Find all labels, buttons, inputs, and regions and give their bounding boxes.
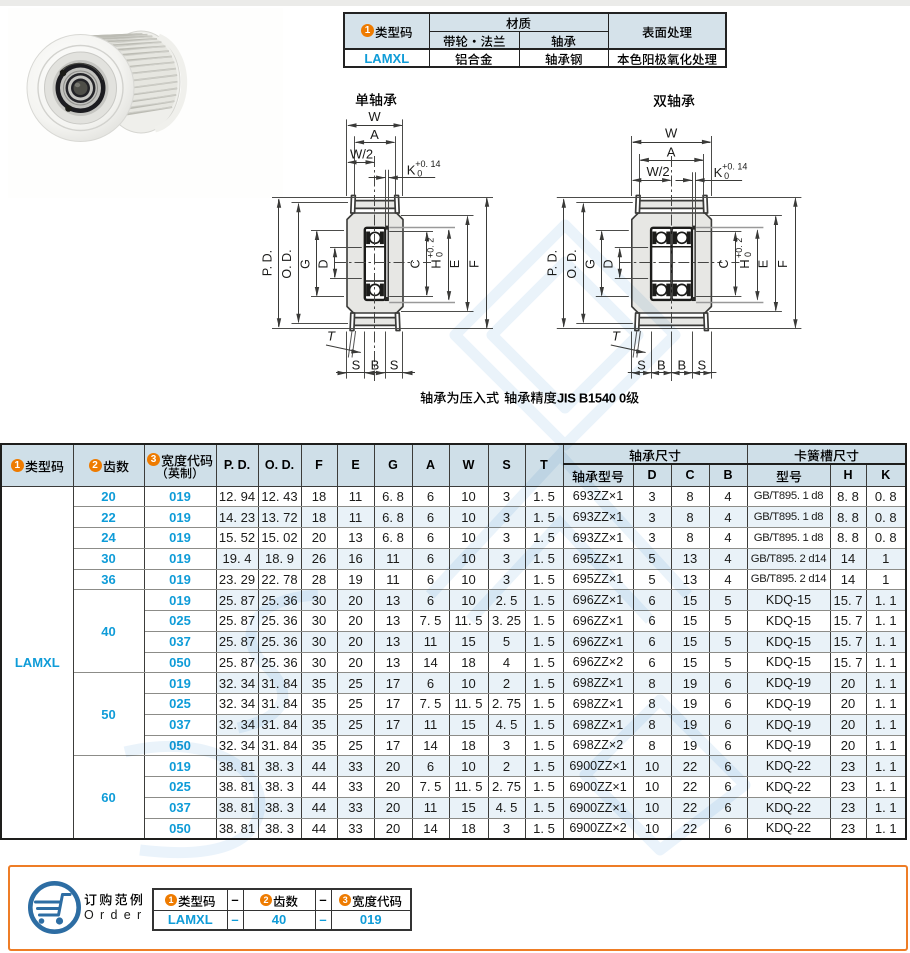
svg-text:S: S xyxy=(637,358,646,373)
svg-text:D: D xyxy=(601,259,615,268)
svg-text:W/2: W/2 xyxy=(647,164,670,179)
svg-text:O. D.: O. D. xyxy=(565,249,579,278)
svg-text:A: A xyxy=(667,145,676,160)
svg-text:S: S xyxy=(697,358,706,373)
svg-text:E: E xyxy=(448,260,462,268)
svg-text:0: 0 xyxy=(743,252,753,257)
svg-text:0: 0 xyxy=(435,252,445,257)
svg-text:O. D.: O. D. xyxy=(280,249,294,278)
svg-text:B: B xyxy=(657,358,666,373)
svg-text:0: 0 xyxy=(724,171,729,181)
svg-text:H: H xyxy=(737,259,752,268)
svg-text:0: 0 xyxy=(417,169,422,179)
svg-text:W/2: W/2 xyxy=(350,146,373,161)
svg-text:F: F xyxy=(776,260,790,268)
svg-text:A: A xyxy=(370,127,379,142)
svg-text:K: K xyxy=(714,165,723,180)
svg-text:C: C xyxy=(717,259,731,268)
svg-text:F: F xyxy=(468,260,482,268)
svg-text:W: W xyxy=(368,109,381,124)
svg-text:S: S xyxy=(352,358,361,373)
svg-text:P. D.: P. D. xyxy=(261,250,275,276)
svg-text:W: W xyxy=(665,126,678,141)
svg-text:P. D.: P. D. xyxy=(545,250,559,276)
svg-text:K: K xyxy=(407,163,416,178)
svg-text:H: H xyxy=(429,259,444,268)
svg-text:+0. 14: +0. 14 xyxy=(415,159,440,169)
svg-text:+0. 2: +0. 2 xyxy=(734,238,744,258)
svg-text:T: T xyxy=(612,329,621,344)
svg-text:S: S xyxy=(390,358,399,373)
svg-text:C: C xyxy=(409,259,423,268)
svg-text:G: G xyxy=(299,259,313,269)
svg-text:T: T xyxy=(327,329,336,344)
svg-text:B: B xyxy=(677,358,686,373)
svg-text:+0. 2: +0. 2 xyxy=(426,238,436,258)
svg-text:E: E xyxy=(756,260,770,268)
svg-text:B: B xyxy=(371,358,380,373)
svg-text:D: D xyxy=(317,259,331,268)
svg-text:+0. 14: +0. 14 xyxy=(722,162,747,172)
svg-text:G: G xyxy=(583,259,597,269)
